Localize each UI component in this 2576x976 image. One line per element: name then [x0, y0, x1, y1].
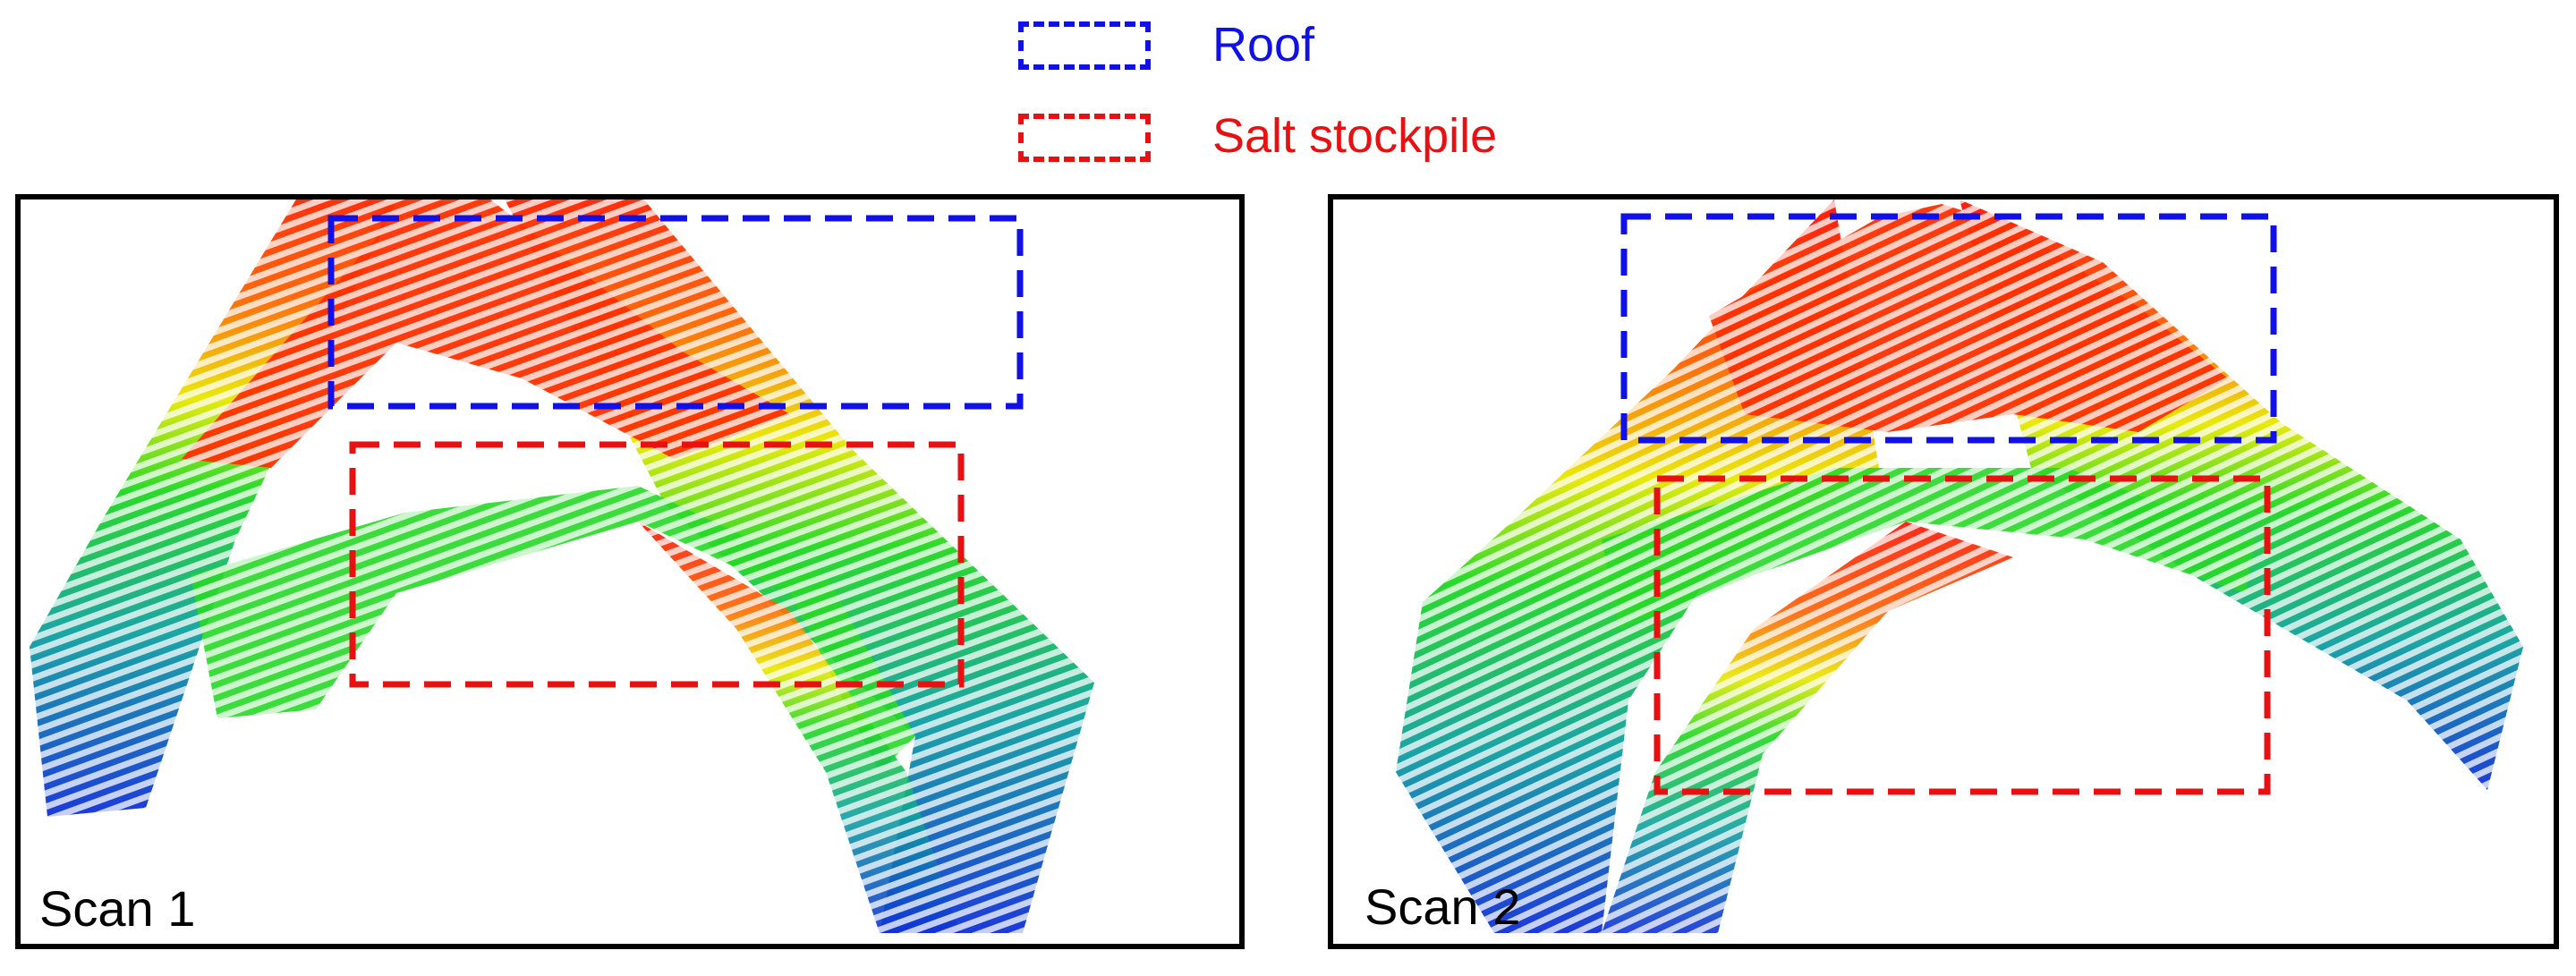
scan-1-roof-box [327, 215, 1024, 410]
scan-2-label: Scan 2 [1365, 878, 1521, 935]
scan-2-salt-box [1654, 475, 2271, 795]
scan-1-salt-box [349, 441, 965, 688]
scan-1-panel: Scan 1 [15, 194, 1245, 949]
scan-1-point-cloud [21, 199, 1239, 944]
legend-roof-label: Roof [1212, 18, 1315, 72]
legend-salt-swatch [1018, 114, 1151, 162]
legend-salt-label: Salt stockpile [1212, 109, 1498, 163]
scan-1-label: Scan 1 [39, 880, 196, 937]
legend-roof-swatch [1018, 21, 1151, 70]
scan-2-point-cloud [1333, 199, 2554, 944]
scan-2-panel: Scan 2 [1328, 194, 2559, 949]
scan-2-roof-box [1620, 213, 2277, 444]
